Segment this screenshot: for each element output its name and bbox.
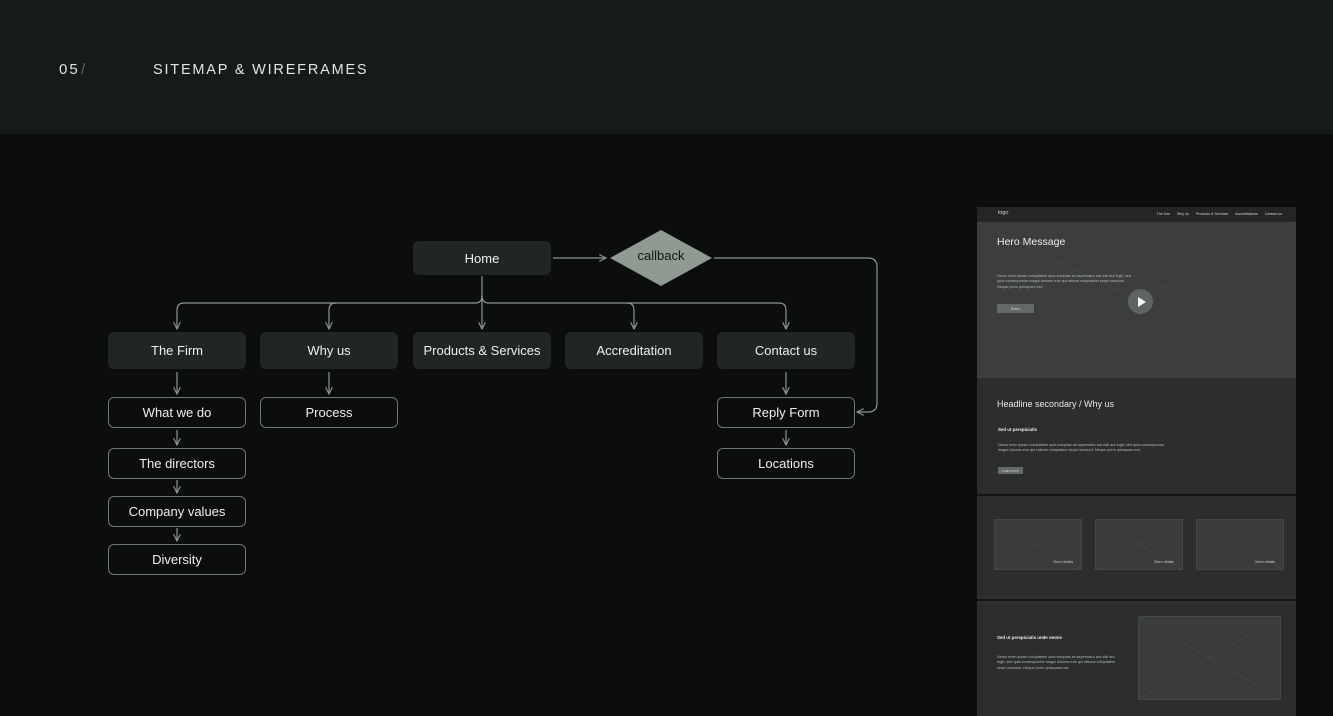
- home-to-contact-arrow: [481, 295, 786, 329]
- section-header: 05 / SITEMAP & WIREFRAMES: [0, 0, 1333, 134]
- wireframe-card-label: More details: [1255, 560, 1275, 564]
- node-contact-us: Contact us: [717, 332, 855, 369]
- wireframe-divider: [977, 494, 1296, 496]
- wireframe-card-label: More details: [1053, 560, 1073, 564]
- wireframe-hero-text: Nemo enim ipsam voluptatem quia voluptas…: [997, 274, 1132, 289]
- wireframe-hero-button: Button: [997, 304, 1034, 313]
- wireframe-nav-link: Products & Services: [1195, 212, 1229, 216]
- wireframe-nav-links: The firm Why us Products & Services Accr…: [1157, 212, 1282, 216]
- wireframe-nav-link: Accreditations: [1235, 212, 1258, 216]
- section-number: 05: [59, 61, 80, 78]
- wireframe-card-label: More details: [1154, 560, 1174, 564]
- node-diversity: Diversity: [108, 544, 246, 575]
- node-products-services: Products & Services: [413, 332, 551, 369]
- home-to-why-arrow: [329, 302, 337, 329]
- wireframe-nav-link: Why us: [1176, 212, 1189, 216]
- node-company-values: Company values: [108, 496, 246, 527]
- wireframe-secondary-headline: Headline secondary / Why us: [997, 399, 1115, 409]
- wireframe-secondary-button: Learn more: [998, 467, 1023, 474]
- wireframe-divider: [977, 599, 1296, 601]
- wireframe-secondary-subhead: Sed ut perspiciatis: [998, 427, 1038, 432]
- wireframe-card: More details: [994, 519, 1082, 570]
- wireframe-card: More details: [1196, 519, 1284, 570]
- wireframe-bottom-text: Nemo enim ipsam voluptatem quia voluptas…: [997, 655, 1116, 670]
- node-why-us: Why us: [260, 332, 398, 369]
- home-node: Home: [413, 241, 551, 275]
- wireframe-nav-link: The firm: [1156, 212, 1170, 216]
- wireframe-bottom-subhead: Sed ut perspiciatis unde omnis: [997, 635, 1062, 640]
- node-what-we-do: What we do: [108, 397, 246, 428]
- wireframe-hero-title: Hero Message: [997, 236, 1066, 248]
- wireframe-nav-link: Contact us: [1264, 212, 1282, 216]
- node-locations: Locations: [717, 448, 855, 479]
- wireframe-secondary-text: Nemo enim ipsam voluptatem quia voluptas…: [998, 443, 1165, 453]
- home-to-firm-arrow: [177, 276, 483, 329]
- play-icon: [1128, 289, 1153, 314]
- node-the-firm: The Firm: [108, 332, 246, 369]
- node-accreditation: Accreditation: [565, 332, 703, 369]
- wireframe-logo: logo: [998, 210, 1009, 216]
- callback-label: callback: [637, 248, 685, 263]
- homepage-wireframe: logo The firm Why us Products & Services…: [977, 207, 1296, 716]
- wireframe-card: More details: [1095, 519, 1183, 570]
- node-reply-form: Reply Form: [717, 397, 855, 428]
- section-slash: /: [81, 61, 86, 78]
- wireframe-navbar: logo The firm Why us Products & Services…: [977, 207, 1296, 222]
- node-the-directors: The directors: [108, 448, 246, 479]
- wireframe-image-placeholder: [1138, 616, 1281, 700]
- node-process: Process: [260, 397, 398, 428]
- home-to-accreditation-arrow: [626, 302, 634, 329]
- section-title: SITEMAP & WIREFRAMES: [153, 62, 369, 78]
